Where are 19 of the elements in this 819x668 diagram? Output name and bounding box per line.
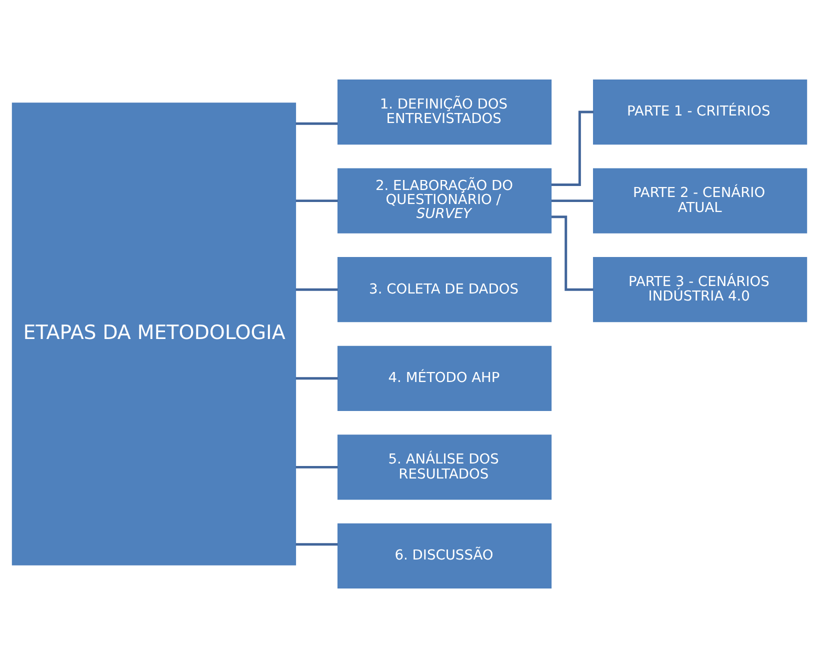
node-box: 5. ANÁLISE DOS RESULTADOS <box>337 434 552 500</box>
node-box: 6. DISCUSSÃO <box>337 523 552 589</box>
connector <box>551 200 594 202</box>
connector <box>296 377 338 380</box>
connector <box>296 466 338 468</box>
node-box: ETAPAS DA METODOLOGIA <box>12 102 296 566</box>
node-box: PARTE 2 - CENÁRIO ATUAL <box>593 168 808 234</box>
node-box: PARTE 1 - CRITÉRIOS <box>593 79 808 145</box>
node-box: 4. MÉTODO AHP <box>337 346 552 411</box>
node-box: 2. ELABORAÇÃO DO QUESTIONÁRIO / SURVEY <box>337 168 552 234</box>
connector <box>551 110 594 186</box>
node-box: 1. DEFINIÇÃO DOS ENTREVISTADOS <box>337 79 552 145</box>
node-box: PARTE 3 - CENÁRIOS INDÚSTRIA 4.0 <box>593 257 808 322</box>
connector <box>551 216 594 291</box>
node-box: 3. COLETA DE DADOS <box>337 257 552 322</box>
connector <box>296 288 338 291</box>
connector <box>296 200 338 202</box>
connector <box>296 122 338 125</box>
connector <box>296 543 338 546</box>
